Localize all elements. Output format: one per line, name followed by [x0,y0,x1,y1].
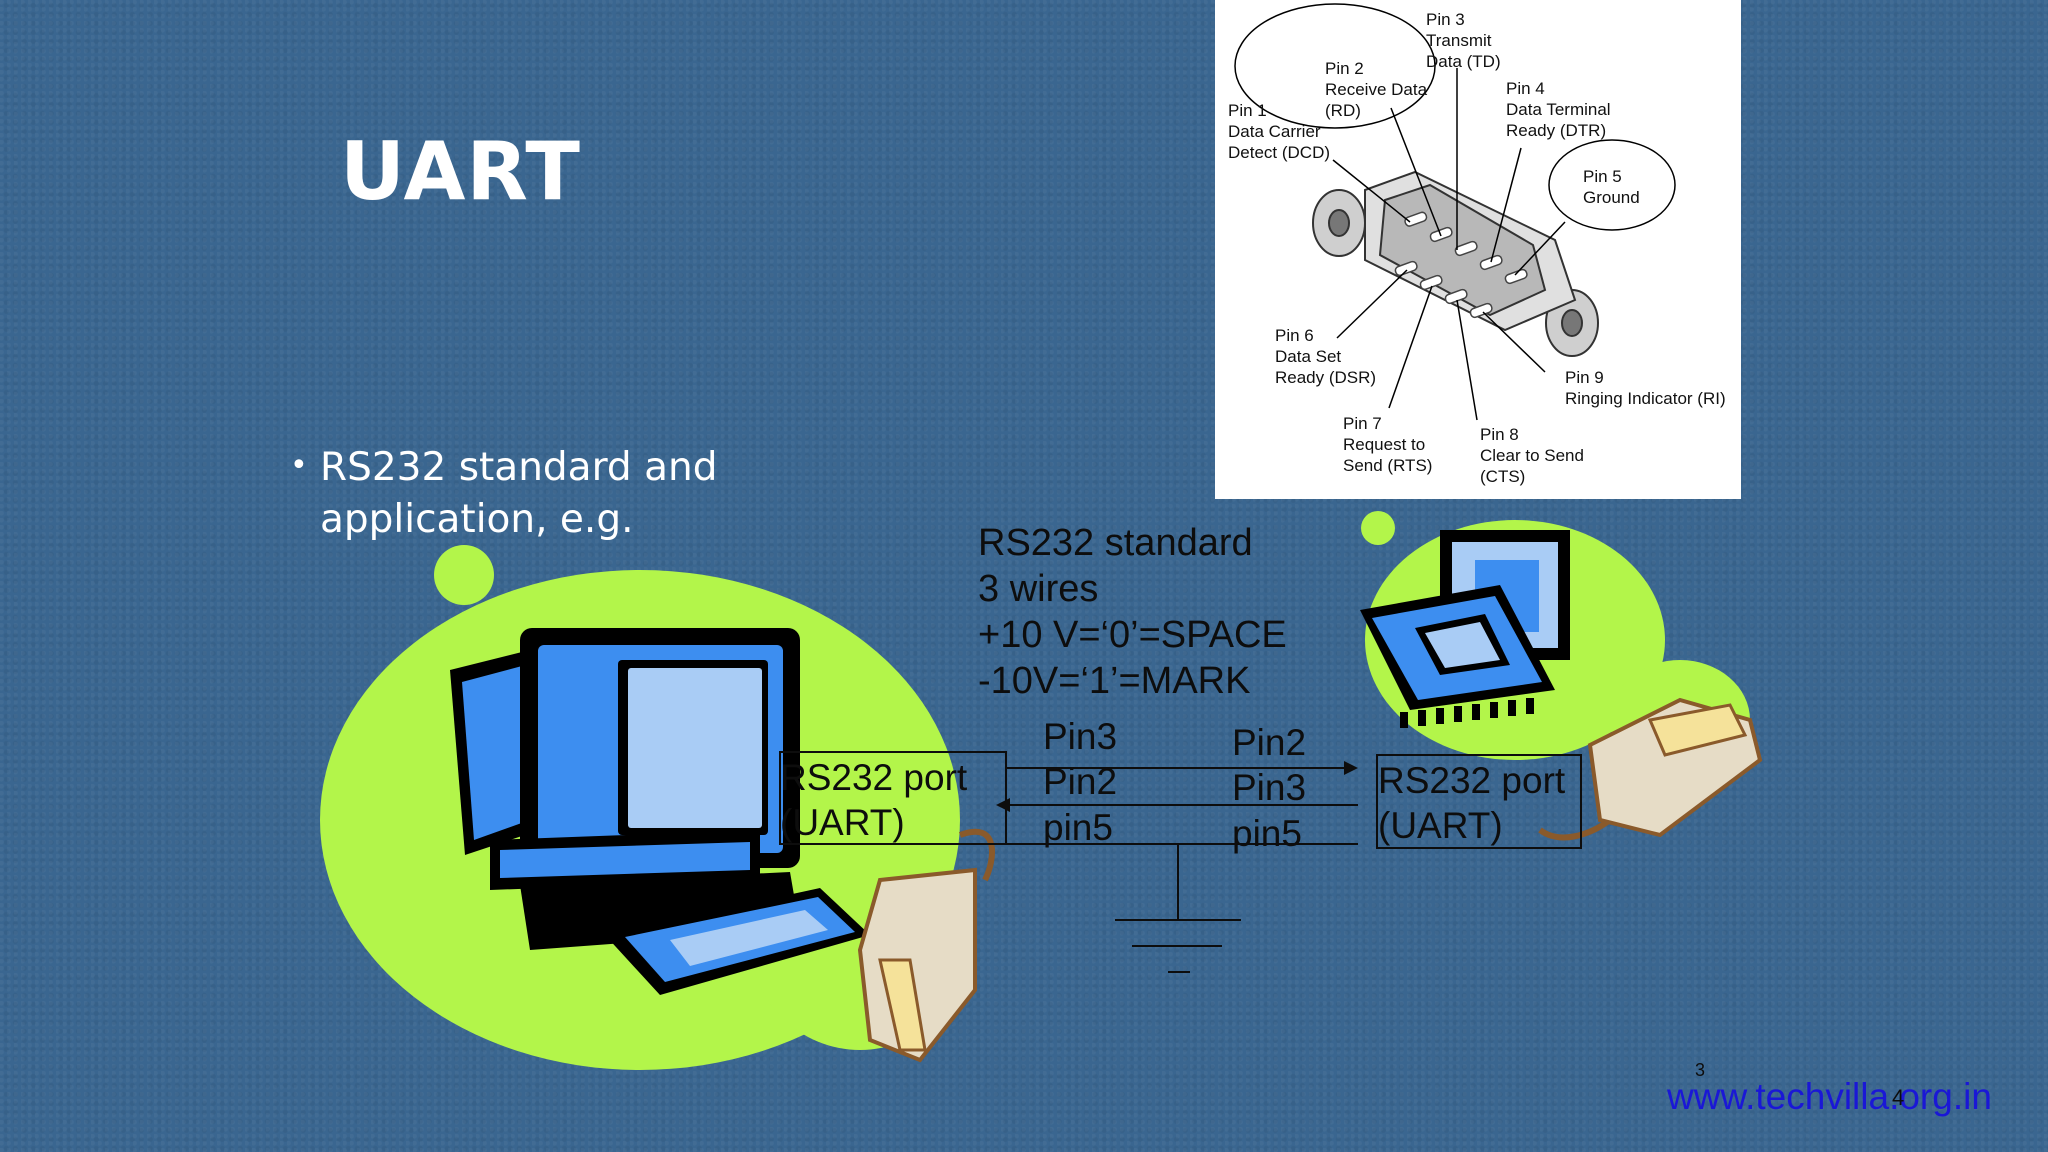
pin-label-8: Pin 8 Clear to Send (CTS) [1480,424,1584,487]
arrow-left-head [996,798,1010,812]
right-port-label: RS232 port (UART) [1378,758,1565,848]
pin6-line2: Ready (DSR) [1275,368,1377,387]
pin-label-5: Pin 5 Ground [1583,166,1640,208]
left-port-line-2: (UART) [780,802,905,843]
pin9-line1: Ringing Indicator (RI) [1565,389,1726,408]
pin8-line1: Clear to Send [1480,446,1584,465]
pin3-line2: Data (TD) [1426,52,1501,71]
left-port-box [779,751,1007,845]
pin-label-3: Pin 3 Transmit Data (TD) [1426,9,1501,72]
pin2-line1: Receive Data [1325,80,1428,99]
right-chip-clipart [1360,511,1750,780]
pin3-line1: Transmit [1426,31,1492,50]
pin2-number: Pin 2 [1325,59,1364,78]
right-pin-label-2: Pin3 [1232,767,1307,808]
pin5-number: Pin 5 [1583,167,1622,186]
pin7-line2: Send (RTS) [1343,456,1433,475]
pin7-line1: Request to [1343,435,1426,454]
std-line-2: 3 wires [978,568,1099,610]
db9-pinout-panel: Pin 1 Data Carrier Detect (DCD) Pin 2 Re… [1215,0,1741,499]
pin7-number: Pin 7 [1343,414,1382,433]
right-pin-label-3: pin5 [1232,813,1302,854]
pin8-number: Pin 8 [1480,425,1519,444]
left-port-line-1: RS232 port [780,757,968,798]
std-line-1: RS232 standard [978,522,1253,564]
std-line-3: +10 V=‘0’=SPACE [978,614,1287,656]
right-pin-label-1: Pin2 [1232,722,1307,763]
pin3-number: Pin 3 [1426,10,1465,29]
pin2-line2: (RD) [1325,101,1361,120]
pin5-line1: Ground [1583,188,1640,207]
left-computer-clipart [320,545,970,1070]
pin4-number: Pin 4 [1506,79,1545,98]
pin4-line2: Ready (DTR) [1506,121,1607,140]
right-port-line-2: (UART) [1378,805,1503,846]
pin6-number: Pin 6 [1275,326,1314,345]
pin-label-1: Pin 1 Data Carrier Detect (DCD) [1228,100,1330,163]
right-plug-clipart [1538,697,1763,841]
page-number-small: 3 [1695,1060,1706,1080]
rs232-standard-text: RS232 standard 3 wires +10 V=‘0’=SPACE -… [978,520,1287,704]
pin-label-4: Pin 4 Data Terminal Ready (DTR) [1506,78,1611,141]
right-port-box [1376,754,1582,849]
wiring-lines [779,751,1582,973]
left-pin-label-3: pin5 [1043,807,1113,848]
pin8-line2: (CTS) [1480,467,1526,486]
footer-url: www.techvilla.org.in [1667,1076,1992,1117]
right-port-line-1: RS232 port [1378,760,1566,801]
left-plug-clipart [857,828,996,1063]
db9-connector-drawing [1234,3,1676,421]
std-line-4: -10V=‘1’=MARK [978,660,1251,702]
left-pin-label-2: Pin2 [1043,761,1118,802]
pin-label-7: Pin 7 Request to Send (RTS) [1343,413,1432,476]
pin-label-2: Pin 2 Receive Data (RD) [1325,58,1427,121]
pin1-line2: Detect (DCD) [1228,143,1331,162]
arrow-right-head [1344,761,1358,775]
page-number-overlap: 4 [1892,1085,1905,1110]
pin-label-9: Pin 9 Ringing Indicator (RI) [1565,367,1726,409]
pin1-line1: Data Carrier [1228,122,1321,141]
pin-label-6: Pin 6 Data Set Ready (DSR) [1275,325,1376,388]
left-pin-label-1: Pin3 [1043,716,1118,757]
slide-title: UART [340,125,581,218]
bullet-dot: • [290,448,308,483]
pin6-line1: Data Set [1275,347,1342,366]
pin1-number: Pin 1 [1228,101,1267,120]
pin4-line1: Data Terminal [1506,100,1611,119]
bullet-text: RS232 standard and application, e.g. [320,445,718,542]
pin9-number: Pin 9 [1565,368,1604,387]
left-port-label: RS232 port (UART) [780,755,967,845]
